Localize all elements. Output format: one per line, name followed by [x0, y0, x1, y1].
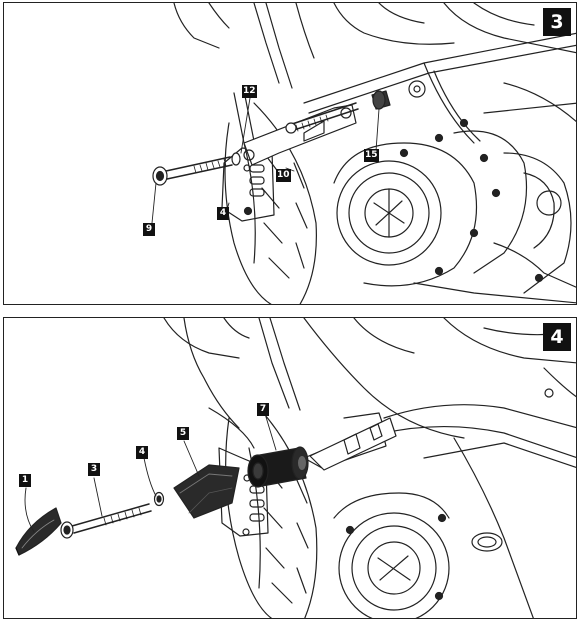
callout-4: 4: [136, 446, 148, 459]
callout-9: 9: [143, 223, 155, 236]
step-3-illustration: [151, 3, 576, 304]
callout-3: 3: [88, 463, 100, 476]
step-number-3: 3: [543, 8, 571, 36]
callout-15: 15: [364, 149, 379, 162]
callout-10: 10: [276, 169, 291, 182]
callout-1: 1: [19, 474, 31, 487]
callout-4: 4: [217, 207, 229, 220]
step-4-illustration: [15, 318, 576, 618]
callout-5: 5: [177, 427, 189, 440]
step-4-panel: 4 1 3 4 5 7: [3, 317, 577, 619]
step-3-panel: 3 12 9 4 10 15: [3, 2, 577, 305]
callout-7: 7: [257, 403, 269, 416]
callout-12: 12: [242, 85, 257, 98]
step-number-4: 4: [543, 323, 571, 351]
